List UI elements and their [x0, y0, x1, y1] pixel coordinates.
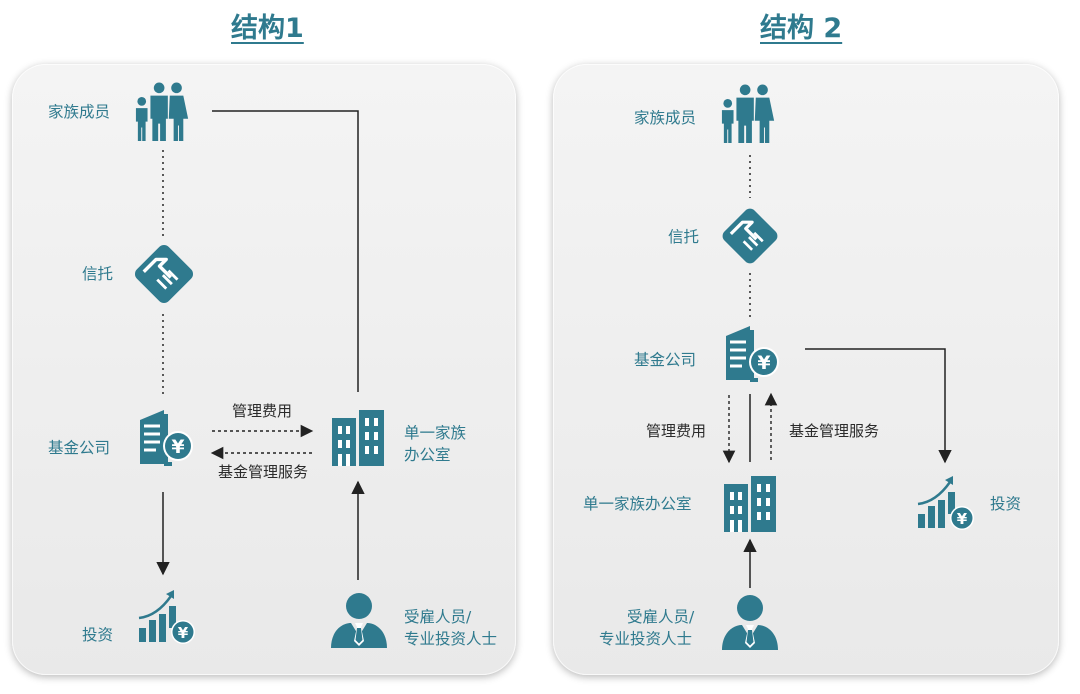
s1-trust-label: 信托: [82, 265, 114, 283]
s1-staff-icon: [329, 592, 389, 648]
s1-fund-label: 基金公司: [48, 439, 111, 457]
s2-trust-icon: [716, 202, 784, 270]
s2-trust-label: 信托: [668, 228, 700, 246]
s1-mgmt-fee-label: 管理费用: [232, 402, 293, 420]
s2-invest-icon: [914, 472, 978, 532]
structure1-title: 结构1: [231, 13, 304, 44]
structure2-panel: [553, 64, 1059, 675]
s1-family-office-link: [212, 110, 359, 392]
s2-office-label: 单一家族办公室: [583, 495, 692, 513]
s2-staff-icon: [720, 594, 780, 650]
s1-staff-label-line2: 专业投资人士: [404, 630, 498, 648]
s1-office-label-line2: 办公室: [404, 446, 451, 464]
s2-fund-icon: [720, 322, 784, 384]
s1-staff-label-line1: 受雇人员/: [404, 608, 472, 626]
s1-invest-label: 投资: [82, 626, 114, 644]
s1-office-label-line1: 单一家族: [404, 424, 467, 442]
structure2-title: 结构 2: [760, 13, 843, 44]
s1-family-label: 家族成员: [48, 103, 111, 121]
s1-family-icon: [134, 82, 192, 142]
s2-staff-label-line2: 专业投资人士: [599, 630, 693, 648]
s1-invest-icon: [135, 586, 199, 646]
s2-mgmt-fee-label: 管理费用: [646, 422, 707, 440]
s2-family-icon: [720, 84, 778, 144]
s1-office-icon: [328, 408, 388, 468]
s1-trust-icon: [128, 238, 200, 310]
s2-staff-label-line1: 受雇人员/: [627, 608, 695, 626]
structure1-panel: [12, 64, 516, 675]
s1-fund-service-label: 基金管理服务: [218, 463, 309, 481]
s2-office-icon: [720, 474, 780, 534]
s2-fund-label: 基金公司: [634, 351, 697, 369]
s2-invest-label: 投资: [990, 495, 1022, 513]
s1-fund-icon: [134, 406, 198, 468]
s2-family-label: 家族成员: [634, 109, 697, 127]
s2-fund-service-label: 基金管理服务: [789, 422, 880, 440]
s2-fund-invest-link: [805, 348, 952, 464]
